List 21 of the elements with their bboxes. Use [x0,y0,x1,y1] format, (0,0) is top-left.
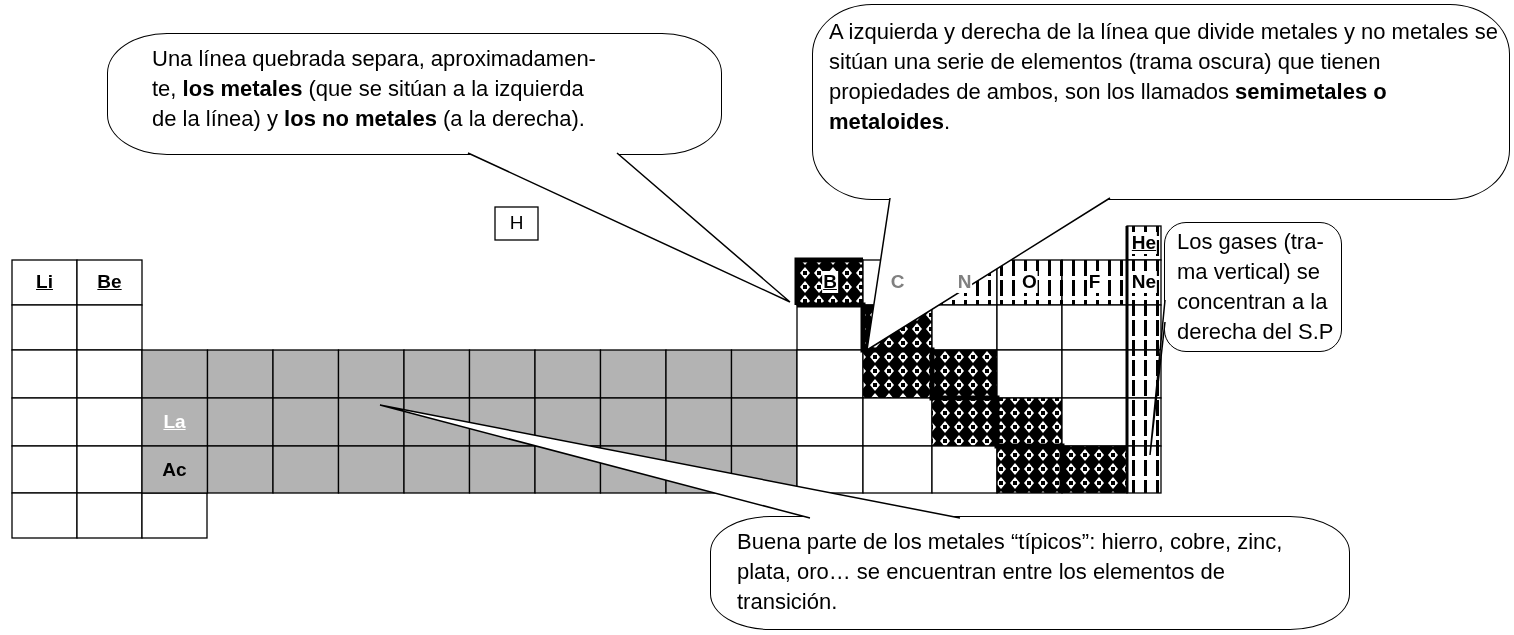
callout-text: Una línea quebrada separa, aproximadamen-te, los metales (que se sitúan a la izquierda de la línea) y los no metales (a la derecha). [152,45,597,133]
element-symbol: B [822,271,838,293]
callout-pointer [866,197,1111,351]
callout-pointer [1149,299,1166,456]
element-symbol: O [1021,271,1038,293]
callout-text: Buena parte de los metales “típicos”: hierro, cobre, zinc, plata, oro… se encuentran entre los elementos de transición. [737,528,1284,616]
element-symbol: Be [96,271,123,293]
element-symbol: Ac [161,459,188,481]
element-symbol: Li [35,271,54,293]
callout-text: Los gases (tra-ma vertical) se concentran a la derecha del S.P [1177,228,1335,346]
callout-pointer [379,404,961,519]
element-symbol: C [889,271,906,293]
element-symbol: He [1130,232,1158,254]
callout-text: A izquierda y derecha de la línea que divide metales y no metales se sitúan una serie de elementos (trama oscura) que tienen propiedades de ambos, son los llamados semimetales o metaloides. [829,18,1499,136]
callout-bubble [710,516,1350,630]
callout-bubble [107,33,722,155]
element-symbol: La [162,411,187,433]
element-symbol: Ne [1130,271,1158,293]
element-symbol: H [508,212,525,234]
callout-pointer [467,152,791,303]
callout-bubble [1164,222,1342,352]
